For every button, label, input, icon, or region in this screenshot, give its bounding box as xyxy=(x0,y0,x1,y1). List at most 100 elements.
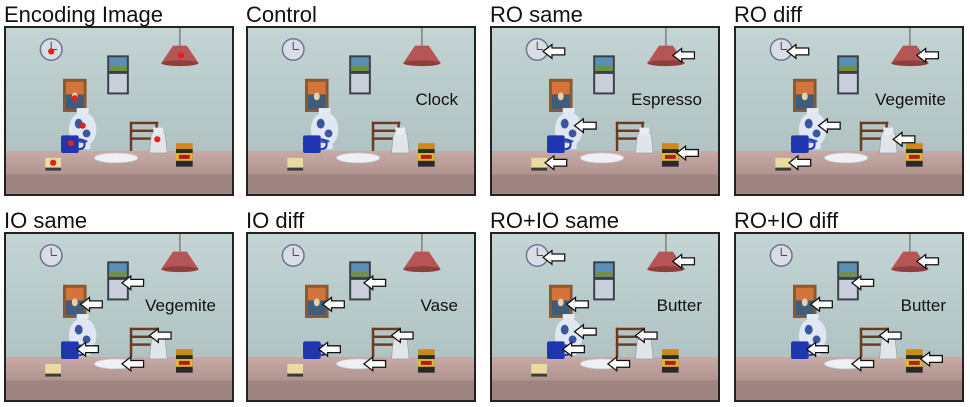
moka-pot xyxy=(149,127,168,154)
arrow-cup xyxy=(805,341,830,358)
calendar xyxy=(837,261,859,301)
arrow-chair xyxy=(878,327,902,344)
vegemite-jar xyxy=(905,143,923,167)
arrow-calendar xyxy=(850,274,875,291)
panel-title: IO diff xyxy=(246,208,305,233)
arrow-lamp xyxy=(915,47,940,64)
vegemite-jar xyxy=(661,143,679,167)
table-front xyxy=(248,380,474,400)
arrow-lamp xyxy=(671,47,696,64)
ceiling-lamp xyxy=(891,234,929,273)
calendar xyxy=(349,261,371,301)
arrow-calendar xyxy=(120,274,145,291)
panel-title: Control xyxy=(246,2,317,27)
dot-vase xyxy=(79,122,86,129)
scream-painting xyxy=(548,78,573,112)
scene-image xyxy=(248,234,474,400)
blue-mug xyxy=(791,135,816,153)
scene-image xyxy=(736,28,962,194)
arrow-plate xyxy=(850,355,875,373)
moka-pot xyxy=(635,127,654,154)
arrow-plate xyxy=(362,355,387,373)
moka-pot xyxy=(879,127,898,154)
scene-panel: Vegemite xyxy=(734,26,964,196)
arrow-vase xyxy=(573,117,597,134)
scream-painting xyxy=(792,284,817,318)
wall-clock xyxy=(769,244,793,267)
scream-painting xyxy=(304,78,329,112)
cue-word: Espresso xyxy=(631,90,702,109)
arrow-kettle xyxy=(892,131,916,148)
arrow-plate xyxy=(606,355,631,373)
ceiling-lamp xyxy=(403,28,441,67)
table-front xyxy=(736,380,962,400)
scene-panel: Espresso xyxy=(490,26,720,196)
table-front xyxy=(736,174,962,194)
white-plate xyxy=(336,152,381,164)
calendar xyxy=(107,55,129,95)
scene-panel: Clock xyxy=(246,26,476,196)
calendar xyxy=(349,55,371,95)
scene-image xyxy=(736,234,962,400)
table-front xyxy=(6,380,232,400)
arrow-vase xyxy=(817,117,841,134)
vegemite-jar xyxy=(661,349,679,373)
wall-clock xyxy=(39,244,63,267)
white-plate xyxy=(580,152,625,164)
cue-word: Vegemite xyxy=(145,296,216,315)
arrow-scream xyxy=(79,296,103,313)
butter-block xyxy=(45,363,62,377)
ceiling-lamp xyxy=(403,234,441,273)
arrow-chair xyxy=(390,327,414,344)
scream-painting xyxy=(62,284,87,318)
ceiling-lamp xyxy=(161,28,199,67)
arrow-chair xyxy=(634,327,658,344)
arrow-cup xyxy=(317,341,342,358)
cue-word: Vase xyxy=(420,296,459,315)
arrow-butter xyxy=(788,154,812,171)
dot-kettle xyxy=(154,136,161,143)
cue-word: Vegemite xyxy=(875,90,946,109)
dot-cup xyxy=(67,140,74,147)
panel-title: RO+IO same xyxy=(490,208,619,233)
arrow-clock xyxy=(542,249,566,266)
dot-scream xyxy=(71,95,78,102)
panel-title: RO+IO diff xyxy=(734,208,839,233)
panel-title: IO same xyxy=(4,208,88,233)
arrow-butter xyxy=(544,154,568,171)
vegemite-jar xyxy=(417,349,435,373)
cue-word: Butter xyxy=(656,296,702,315)
wall-clock xyxy=(281,38,305,61)
arrow-vase xyxy=(573,323,597,340)
arrow-vegemite xyxy=(675,144,699,162)
vegemite-jar xyxy=(175,349,193,373)
scene-image xyxy=(248,28,474,194)
dot-clock xyxy=(48,48,55,55)
cue-word: Butter xyxy=(900,296,946,315)
scene-panel: Vase xyxy=(246,232,476,402)
scene-panel: Butter xyxy=(490,232,720,402)
arrow-scream xyxy=(565,296,589,313)
scene-image xyxy=(492,234,718,400)
scene-panel: Vegemite xyxy=(4,232,234,402)
panel-title: RO diff xyxy=(734,2,803,27)
arrow-calendar xyxy=(362,274,387,291)
table-front xyxy=(492,380,718,400)
vegemite-jar xyxy=(905,349,923,373)
ceiling-lamp xyxy=(891,28,929,67)
white-plate xyxy=(94,152,139,164)
white-plate xyxy=(824,152,869,164)
table-front xyxy=(492,174,718,194)
vegemite-jar xyxy=(417,143,435,167)
arrow-clock xyxy=(542,43,566,60)
ceiling-lamp xyxy=(161,234,199,273)
scream-painting xyxy=(792,78,817,112)
butter-block xyxy=(775,157,792,171)
dot-lamp xyxy=(177,52,185,59)
blue-mug xyxy=(303,135,328,153)
moka-pot xyxy=(391,127,410,154)
scene-panel: Butter xyxy=(734,232,964,402)
table-front xyxy=(6,174,232,194)
ceiling-lamp xyxy=(647,234,685,273)
butter-block xyxy=(531,157,548,171)
